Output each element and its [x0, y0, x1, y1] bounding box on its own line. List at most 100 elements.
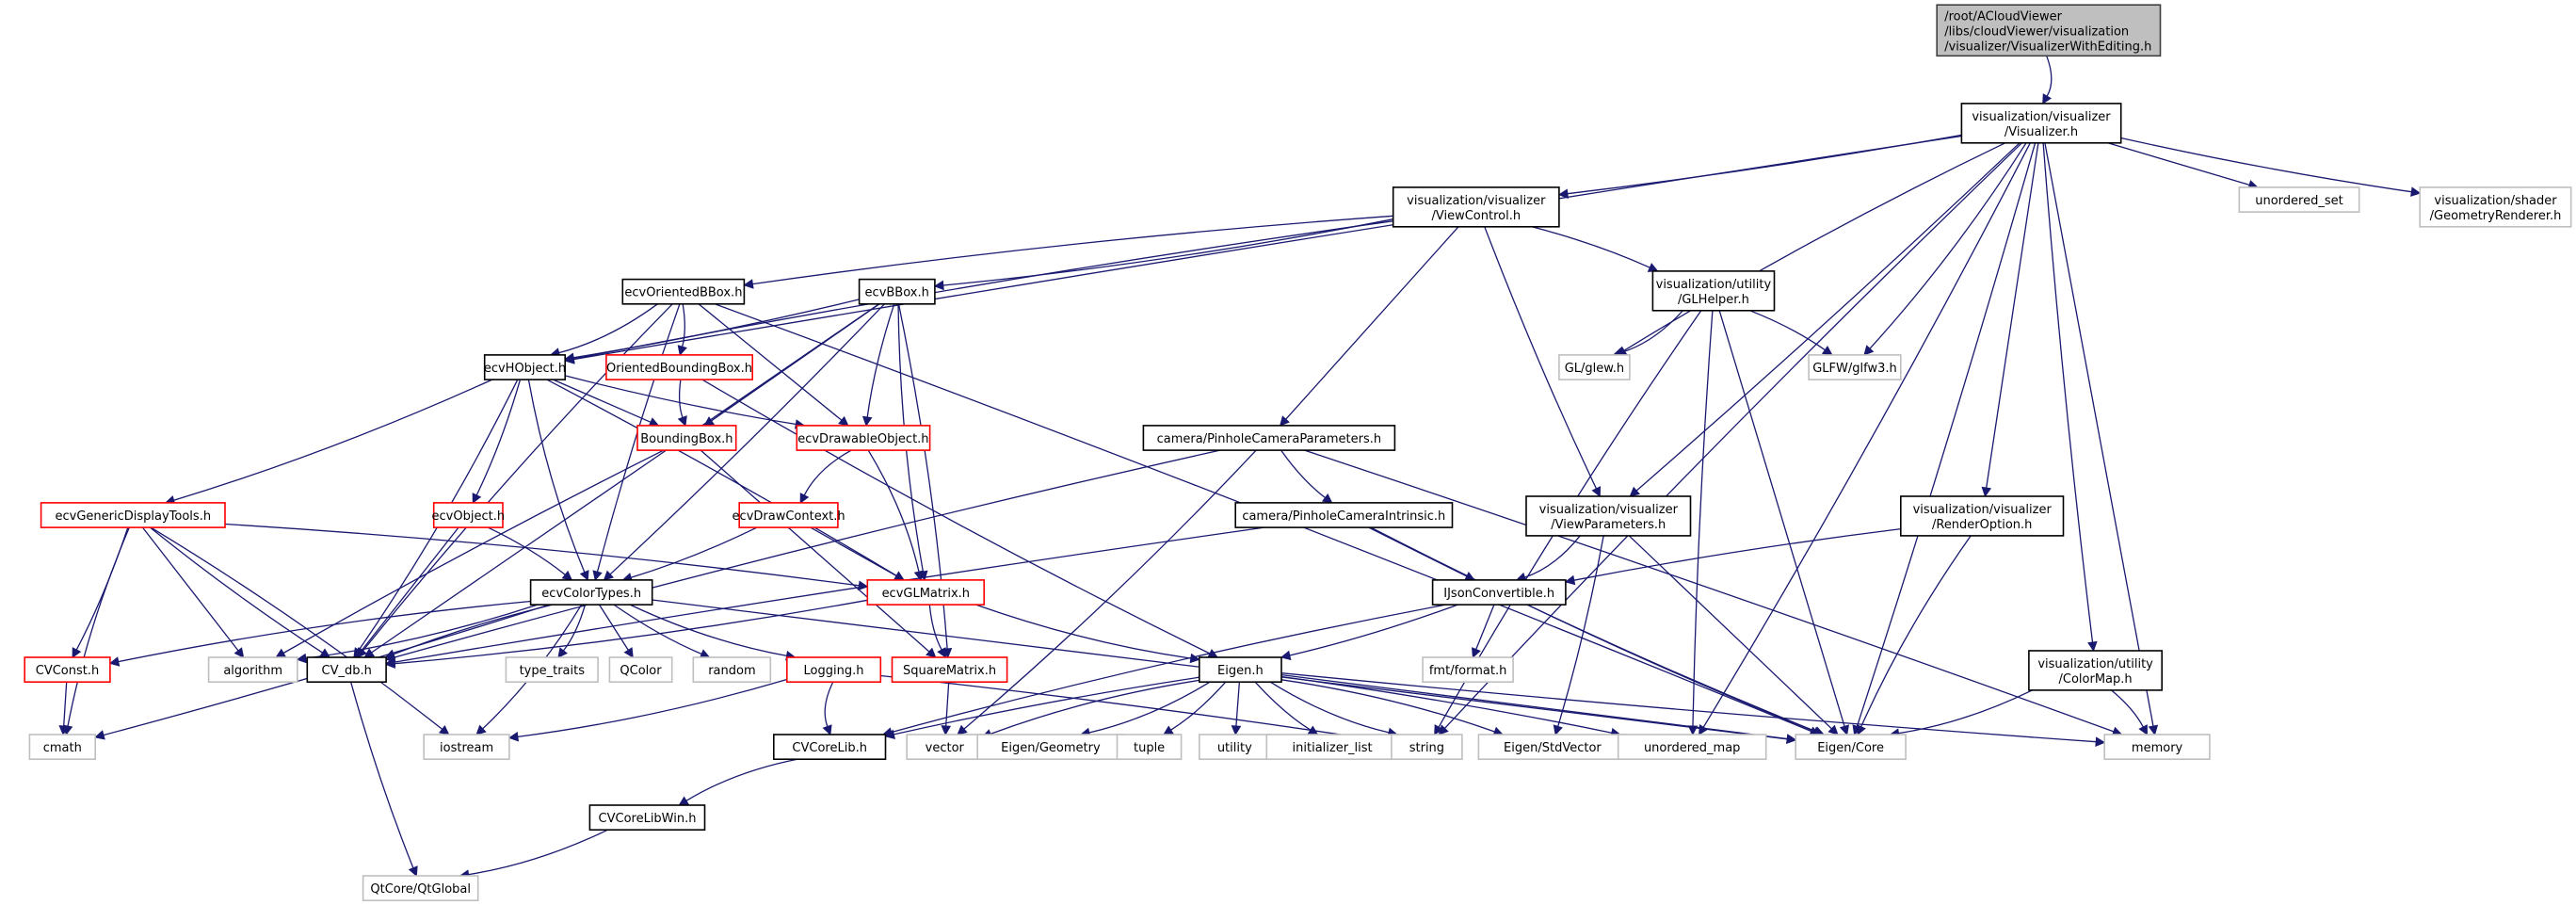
edge-line — [1749, 310, 1826, 351]
node-box — [362, 875, 479, 902]
node-box[interactable] — [1651, 270, 1776, 312]
node-box[interactable] — [40, 502, 226, 528]
node-drawcontext[interactable]: ecvDrawContext.h — [733, 502, 845, 528]
node-box[interactable] — [605, 354, 754, 380]
node-label: CVConst.h — [36, 664, 99, 678]
node-viewparams[interactable]: visualization/visualizer/ViewParameters.… — [1525, 495, 1692, 537]
edge-line — [1567, 134, 1962, 195]
arrowhead-icon — [58, 725, 70, 736]
arrowhead-icon — [858, 580, 869, 591]
node-box[interactable] — [796, 425, 931, 451]
node-squarematrix[interactable]: SquareMatrix.h — [891, 656, 1008, 684]
node-cvcorelibwin[interactable]: CVCoreLibWin.h — [588, 804, 706, 832]
node-colormap[interactable]: visualization/utility/ColorMap.h — [2028, 650, 2163, 691]
node-box[interactable] — [858, 278, 936, 305]
edge-line — [1986, 142, 2039, 489]
node-boundingbox[interactable]: BoundingBox.h — [636, 425, 737, 451]
node-label: visualization/utility — [2037, 657, 2153, 671]
edge-cvcorelib-to-cvcorelibwin — [678, 758, 798, 806]
node-box[interactable] — [785, 656, 882, 684]
node-box[interactable] — [529, 579, 653, 606]
edge-line — [362, 303, 673, 652]
edge-line — [1285, 226, 1459, 420]
node-label: camera/PinholeCameraParameters.h — [1157, 432, 1381, 446]
edge-line — [942, 218, 1393, 286]
node-box[interactable] — [621, 278, 746, 305]
node-box[interactable] — [1392, 186, 1560, 228]
node-cvcorelib[interactable]: CVCoreLib.h — [772, 734, 887, 761]
node-box[interactable] — [2028, 650, 2163, 691]
node-orientedbb[interactable]: OrientedBoundingBox.h — [605, 354, 754, 380]
arrowhead-icon — [384, 658, 395, 669]
node-pinholeparams[interactable]: camera/PinholeCameraParameters.h — [1142, 425, 1396, 451]
edge-glhelper-to-glfw — [1749, 310, 1833, 356]
node-glmatrix[interactable]: ecvGLMatrix.h — [866, 579, 985, 606]
node-ecvhobject[interactable]: ecvHObject.h — [483, 354, 567, 380]
node-label: initializer_list — [1293, 741, 1373, 755]
node-box[interactable] — [1900, 495, 2065, 537]
arrowhead-icon — [926, 647, 937, 658]
node-ijson[interactable]: IJsonConvertible.h — [1431, 579, 1567, 606]
edge-line — [2120, 137, 2412, 193]
node-genericdisplay[interactable]: ecvGenericDisplayTools.h — [40, 502, 226, 528]
node-box[interactable] — [772, 734, 887, 761]
node-label: /libs/cloudViewer/visualization — [1944, 24, 2129, 39]
node-eigen[interactable]: Eigen.h — [1199, 656, 1282, 684]
edge-eigen-to-utility — [1231, 682, 1242, 736]
node-box — [2419, 186, 2572, 228]
arrowhead-icon — [861, 415, 873, 428]
edge-line — [2046, 56, 2053, 97]
node-label: GL/glew.h — [1565, 362, 1624, 376]
node-label: iostream — [440, 741, 493, 755]
node-cvdb[interactable]: CV_db.h — [306, 656, 387, 684]
node-glhelper[interactable]: visualization/utility/GLHelper.h — [1651, 270, 1776, 312]
node-box[interactable] — [1431, 579, 1567, 606]
node-label: visualization/utility — [1656, 278, 1772, 292]
node-label: /ViewParameters.h — [1551, 518, 1666, 532]
node-box[interactable] — [738, 502, 839, 528]
node-box[interactable] — [1234, 502, 1454, 528]
node-ecvbbox[interactable]: ecvBBox.h — [858, 278, 936, 305]
node-label: unordered_map — [1644, 741, 1741, 755]
node-box[interactable] — [1142, 425, 1396, 451]
node-root: /root/ACloudViewer/libs/cloudViewer/visu… — [1936, 4, 2162, 57]
node-box[interactable] — [891, 656, 1008, 684]
node-box[interactable] — [1199, 656, 1282, 684]
node-visualizer[interactable]: visualization/visualizer/Visualizer.h — [1960, 103, 2122, 144]
edge-eigen-to-eigenstdvec — [1280, 679, 1505, 736]
node-eigengeom: Eigen/Geometry — [976, 734, 1125, 761]
node-logging[interactable]: Logging.h — [785, 656, 882, 684]
node-drawable[interactable]: ecvDrawableObject.h — [796, 425, 931, 451]
node-box[interactable] — [636, 425, 737, 451]
node-pinholeintr[interactable]: camera/PinholeCameraIntrinsic.h — [1234, 502, 1454, 528]
arrowhead-icon — [1591, 486, 1602, 498]
edge-line — [141, 526, 239, 652]
node-colortypes[interactable]: ecvColorTypes.h — [529, 579, 653, 606]
node-box[interactable] — [432, 502, 504, 528]
edge-line — [572, 299, 860, 359]
arrowhead-icon — [678, 796, 690, 806]
arrowhead-icon — [822, 724, 832, 736]
edge-ecvorientedbbox-to-ecvhobject — [549, 303, 658, 358]
node-renderoption[interactable]: visualization/visualizer/RenderOption.h — [1900, 495, 2065, 537]
node-box[interactable] — [1960, 103, 2122, 144]
node-iostream: iostream — [423, 734, 510, 761]
node-ecvorientedbbox[interactable]: ecvOrientedBBox.h — [621, 278, 746, 305]
node-cvconst[interactable]: CVConst.h — [24, 656, 111, 684]
node-box[interactable] — [24, 656, 111, 684]
node-box[interactable] — [588, 804, 706, 832]
node-ecvobject[interactable]: ecvObject.h — [432, 502, 506, 528]
arrowhead-icon — [557, 647, 568, 658]
edge-line — [1280, 672, 2097, 743]
node-box[interactable] — [1525, 495, 1692, 537]
arrowhead-icon — [1557, 188, 1569, 199]
node-box[interactable] — [306, 656, 387, 684]
node-box — [2103, 734, 2211, 761]
edge-ecvobject-to-colortypes — [487, 526, 573, 581]
edge-ecvbbox-to-colortypes — [603, 303, 885, 581]
node-box[interactable] — [866, 579, 985, 606]
node-string: string — [1391, 734, 1463, 761]
edge-viewcontrol-to-ecvbbox — [933, 218, 1393, 291]
node-viewcontrol[interactable]: visualization/visualizer/ViewControl.h — [1392, 186, 1560, 228]
node-box[interactable] — [483, 354, 567, 380]
